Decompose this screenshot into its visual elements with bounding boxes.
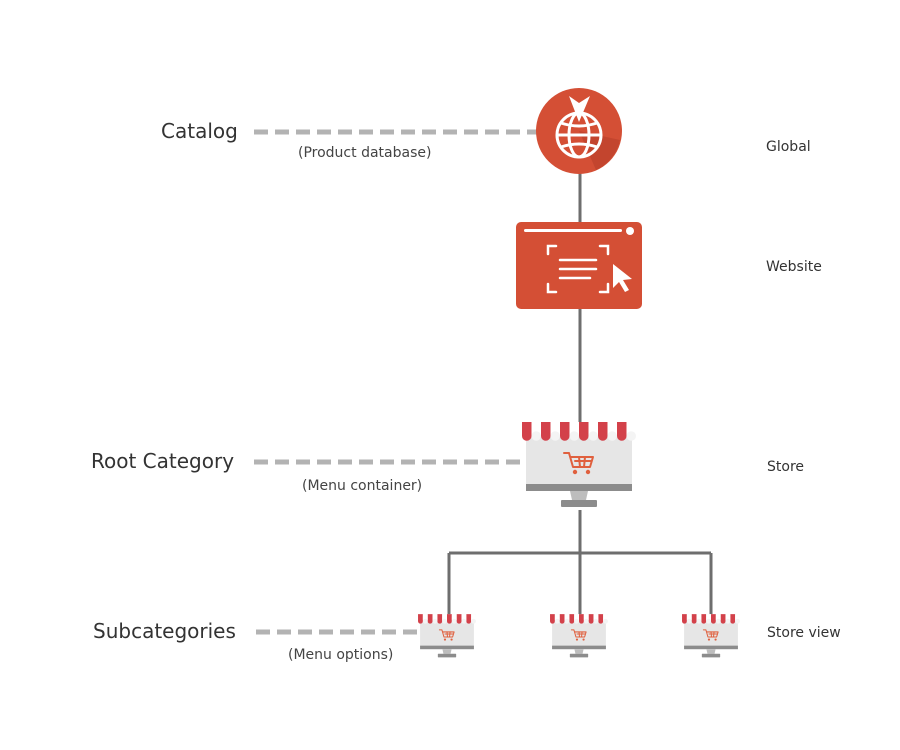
dashed-leaders: [254, 129, 538, 635]
store-view-icon: [681, 613, 741, 658]
global-icon: [536, 88, 622, 174]
store-icon: [521, 421, 637, 508]
root-category-label: Root Category: [91, 449, 235, 473]
subcategories-sublabel: (Menu options): [288, 647, 394, 663]
catalog-label: Catalog: [161, 119, 238, 143]
store-view-icon: [417, 613, 477, 658]
subcategories-label: Subcategories: [93, 619, 236, 643]
level-label-store-view: Store view: [767, 625, 841, 641]
connector-lines: [447, 170, 713, 615]
level-label-global: Global: [766, 139, 811, 155]
level-label-store: Store: [767, 459, 805, 475]
website-icon: [516, 222, 642, 309]
catalog-sublabel: (Product database): [298, 145, 432, 161]
root-category-sublabel: (Menu container): [302, 478, 423, 494]
store-view-icon: [549, 613, 609, 658]
level-label-website: Website: [766, 259, 822, 275]
